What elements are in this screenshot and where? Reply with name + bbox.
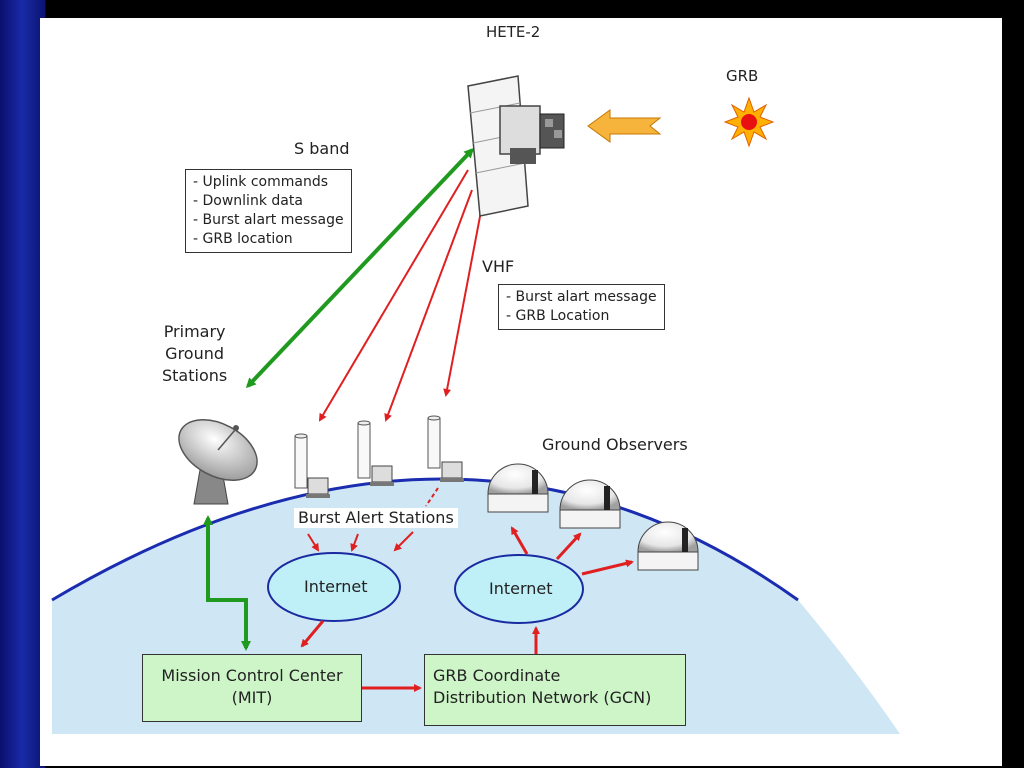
- internet-to-mission-control-arrow: [300, 620, 325, 648]
- burst-alert-stations-label: Burst Alert Stations: [294, 508, 458, 529]
- vhf-item-burst-alert: - Burst alart message: [506, 289, 657, 305]
- sband-item-uplink: - Uplink commands: [193, 174, 329, 190]
- station-to-internet-arrow-1: [307, 533, 320, 552]
- ground-observers-label: Ground Observers: [542, 435, 688, 454]
- mission-control-line-2: (MIT): [231, 688, 273, 707]
- vhf-arrow-1: [318, 169, 469, 422]
- internet-to-observer-arrow-2: [555, 532, 582, 561]
- observatory-dome-1-icon: [487, 463, 549, 513]
- station-to-internet-arrow-2: [350, 533, 359, 552]
- sband-info-box: - Uplink commands - Downlink data - Burs…: [185, 169, 352, 253]
- internet-to-observer-arrow-1: [510, 526, 529, 555]
- vhf-item-grb-location: - GRB Location: [506, 308, 610, 324]
- primary-ground-stations-line-1: Primary: [163, 322, 226, 341]
- grb-burst-arrow: [587, 109, 662, 143]
- hete2-satellite-icon: [467, 75, 565, 217]
- sband-link-arrow: [245, 147, 475, 389]
- sband-item-grb-location: - GRB location: [193, 231, 293, 247]
- burst-alert-station-1-icon: [294, 433, 330, 498]
- sband-item-downlink: - Downlink data: [193, 193, 303, 209]
- vhf-info-box: - Burst alart message - GRB Location: [498, 284, 665, 330]
- mission-control-center-box: Mission Control Center (MIT): [142, 654, 362, 722]
- station-to-internet-arrow-3: [393, 531, 414, 552]
- station-3-dashed-link: [425, 487, 439, 507]
- observatory-dome-3-icon: [637, 521, 699, 571]
- vhf-arrow-2: [384, 189, 473, 422]
- satellite-dish-icon: [178, 418, 258, 505]
- primary-ground-stations-line-3: Stations: [162, 366, 228, 385]
- mission-control-line-1: Mission Control Center: [161, 666, 343, 685]
- gcn-box: GRB Coordinate Distribution Network (GCN…: [424, 654, 686, 726]
- internet-to-observer-arrow-3: [581, 559, 634, 576]
- gcn-line-1: GRB Coordinate: [433, 666, 561, 685]
- primary-ground-stations-label: Primary Ground Stations: [162, 321, 227, 387]
- gcn-line-2: Distribution Network (GCN): [433, 688, 652, 707]
- burst-alert-station-2-icon: [357, 420, 394, 486]
- sband-item-burst-alert: - Burst alart message: [193, 212, 344, 228]
- vhf-arrow-3: [443, 205, 483, 397]
- grb-label: GRB: [726, 67, 759, 85]
- diagram-panel: HETE-2 GRB S band - Uplink commands - Do…: [40, 18, 1002, 766]
- dish-to-mission-control-link: [203, 515, 251, 651]
- grb-burst-icon: [723, 96, 775, 148]
- vhf-label: VHF: [482, 257, 515, 276]
- hete2-label: HETE-2: [486, 23, 541, 41]
- internet-left-label: Internet: [304, 577, 368, 596]
- internet-right-label: Internet: [489, 579, 553, 598]
- internet-left-cloud: [267, 552, 401, 622]
- primary-ground-stations-line-2: Ground: [165, 344, 225, 363]
- burst-alert-station-3-icon: [427, 415, 464, 482]
- internet-right-cloud: [454, 554, 584, 624]
- sband-label: S band: [294, 139, 350, 158]
- observatory-dome-2-icon: [559, 479, 621, 529]
